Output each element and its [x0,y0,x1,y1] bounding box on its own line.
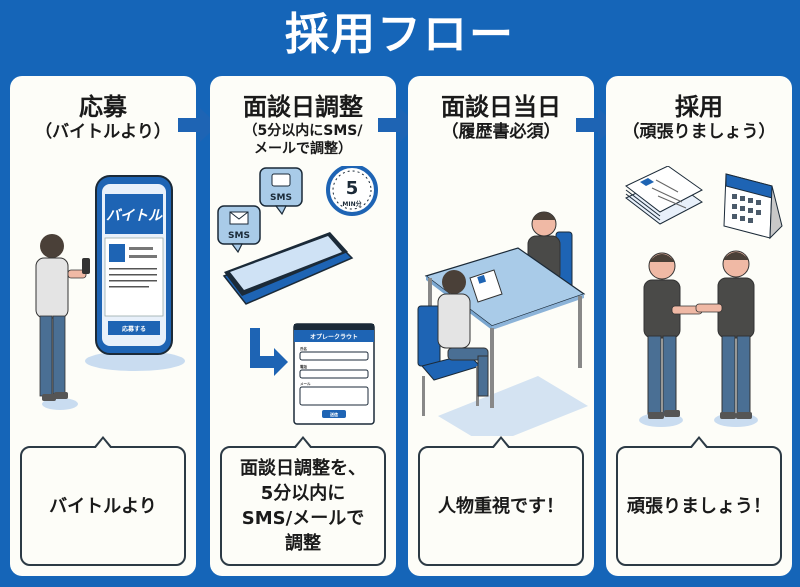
apply-illustration: バイトル 応募する [35,175,185,410]
timer-icon: 5 MIN分 [326,166,378,216]
svg-text:氏名: 氏名 [300,346,308,351]
speech-bubble: バイトルより [20,436,186,566]
speech-bubble: 面談日調整を、 5分以内に SMS/メールで 調整 [220,436,386,566]
step-subheading: （5分以内にSMS/ メールで調整） [243,123,363,157]
hired-illustration [625,166,783,427]
step-panel-interview: 面談日当日 （履歴書必須） [408,76,594,576]
step-panel-schedule: 面談日調整 （5分以内にSMS/ メールで調整） SMS SMS 5 MIN分 [210,76,396,576]
step-subheading: （履歴書必須） [441,122,561,142]
step-heading: 採用 [675,93,723,121]
step-heading: 面談日調整 [243,93,363,121]
svg-text:MIN分: MIN分 [342,200,361,208]
schedule-illustration: SMS SMS 5 MIN分 [217,166,378,425]
svg-text:メール: メール [300,382,311,386]
resume-icon [469,269,503,303]
svg-text:SMS: SMS [228,231,250,241]
step-subheading: （バイトルより） [35,122,171,142]
handshake-icon [639,250,758,427]
speech-bubble: 人物重視です！ [418,436,584,566]
smartphone-icon [222,232,354,305]
calendar-icon [723,173,783,240]
step-heading: 面談日当日 [441,93,561,121]
interview-illustration [417,211,588,436]
svg-text:5: 5 [346,178,359,199]
form-icon: オプレークラウト 氏名 電話 メール 送信 [293,323,375,425]
step-panel-hired: 採用 （頑張りましょう） [606,76,792,576]
sms-mail-icon: SMS [217,205,261,254]
arrow-down-right-icon [250,328,288,376]
svg-text:電話: 電話 [300,364,308,369]
interview-table-icon [417,211,588,436]
step-panel-apply: 応募 （バイトルより） バイトル 応募する [10,76,196,576]
svg-text:オプレークラウト: オプレークラウト [310,333,358,341]
speech-bubble: 頑張りましょう！ [616,436,782,566]
step-subheading: （頑張りましょう） [622,122,776,142]
page-title: 採用フロー [285,9,515,60]
documents-stack-icon [625,166,703,225]
arrow-right-icon [178,108,218,142]
step-heading: 応募 [79,93,127,121]
svg-text:応募する: 応募する [122,325,146,333]
person-icon [35,234,90,410]
smartphone-icon: バイトル 応募する [85,175,185,371]
svg-text:SMS: SMS [270,193,292,203]
svg-text:送信: 送信 [329,411,338,417]
svg-text:バイトル: バイトル [106,208,163,224]
sms-chat-icon: SMS [259,167,303,216]
